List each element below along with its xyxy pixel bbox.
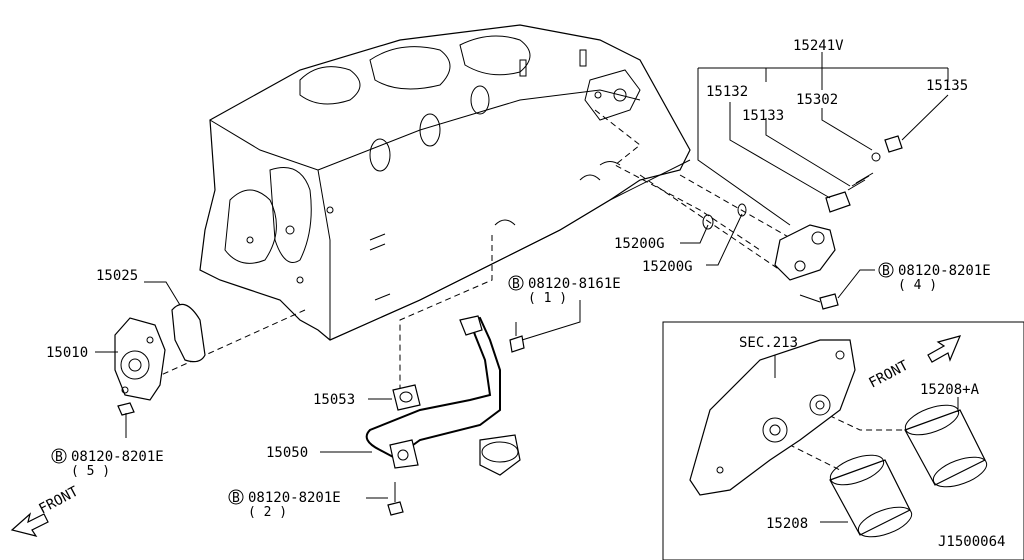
oil-strainer [365, 315, 521, 476]
label-sec213: SEC.213 [739, 335, 798, 351]
strainer-gasket [392, 384, 421, 411]
strainer-bolt-top [509, 322, 525, 353]
bolt-badge-top: B [512, 277, 520, 292]
relief-valve-housing [774, 135, 903, 281]
label-15010: 15010 [46, 345, 88, 361]
front-label-left: FRONT [36, 483, 81, 517]
front-arrow-left-icon [10, 512, 49, 537]
oil-filter-b [829, 454, 913, 538]
bolt-qty-top: ( 1 ) [528, 291, 567, 306]
bolt-callout-bottom: B 08120-8201E ( 2 ) [228, 489, 341, 520]
front-arrow-right-icon [927, 335, 962, 363]
front-label-right: FRONT [866, 357, 911, 391]
housing-bolt [799, 293, 839, 310]
bolt-code-bottom: 08120-8201E [248, 490, 341, 506]
bolt-code-right: 08120-8201E [898, 263, 991, 279]
bolt-callout-right: B 08120-8201E ( 4 ) [878, 262, 991, 293]
label-15132: 15132 [706, 84, 748, 100]
leader-lines [95, 52, 959, 523]
bolt-badge-bottom: B [232, 491, 240, 506]
label-15025: 15025 [96, 268, 138, 284]
oil-filter-bracket [689, 339, 856, 496]
inset-frame [662, 321, 1024, 560]
oil-filter-a [904, 404, 988, 488]
diagram-id: J1500064 [938, 534, 1005, 550]
bolt-qty-right: ( 4 ) [898, 278, 937, 293]
pump-gasket [171, 303, 206, 363]
label-15241v: 15241V [793, 38, 844, 54]
label-15208: 15208 [766, 516, 808, 532]
dowel-pins [702, 203, 747, 230]
bolt-badge-left: B [55, 450, 63, 465]
engine-block [199, 24, 691, 341]
label-15133: 15133 [742, 108, 784, 124]
strainer-bolt-bottom [387, 482, 404, 516]
bolt-code-left: 08120-8201E [71, 449, 164, 465]
label-15135: 15135 [926, 78, 968, 94]
bolt-code-top: 08120-8161E [528, 276, 621, 292]
label-15053: 15053 [313, 392, 355, 408]
bolt-callout-left: B 08120-8201E ( 5 ) [51, 448, 164, 479]
bolt-qty-bottom: ( 2 ) [248, 505, 287, 520]
oil-pump [114, 317, 166, 401]
label-15208a: 15208+A [920, 382, 980, 398]
label-15200g-a: 15200G [614, 236, 665, 252]
bolt-qty-left: ( 5 ) [71, 464, 110, 479]
label-15050: 15050 [266, 445, 308, 461]
label-15302: 15302 [796, 92, 838, 108]
bolt-badge-right: B [882, 264, 890, 279]
pump-bolt [117, 402, 135, 428]
label-15200g-b: 15200G [642, 259, 693, 275]
bolt-callout-top: B 08120-8161E ( 1 ) [508, 275, 621, 306]
